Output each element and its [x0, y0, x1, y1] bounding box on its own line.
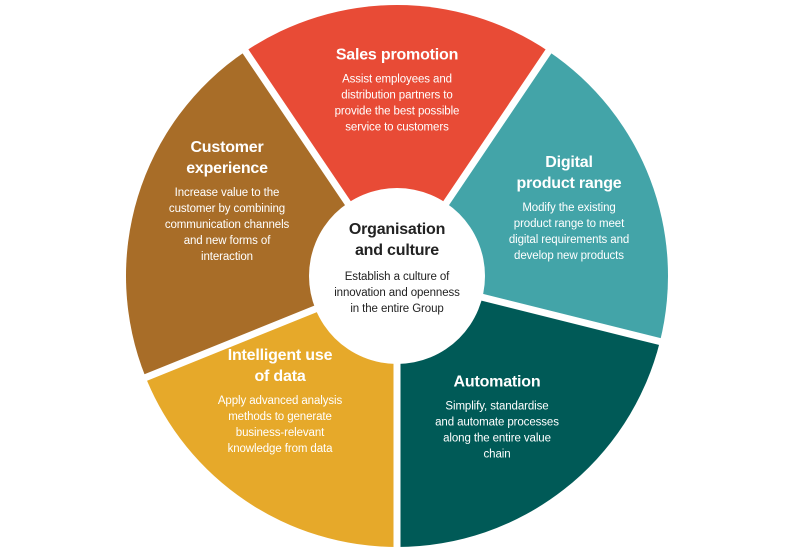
- sales-promotion-desc: Assist employees and distribution partne…: [334, 73, 460, 134]
- customer-experience-title: Customer experience: [186, 139, 268, 177]
- segment-automation: [397, 276, 660, 547]
- automation-title: Automation: [453, 373, 541, 391]
- automation-label: Automation Simplify, standardise and aut…: [402, 372, 592, 463]
- digital-product-range-label: Digital product range Modify the existin…: [474, 152, 664, 264]
- center-title: Organisation and culture: [348, 221, 446, 259]
- customer-experience-desc: Increase value to the customer by combin…: [164, 187, 290, 263]
- intelligent-use-of-data-label: Intelligent use of data Apply advanced a…: [185, 345, 375, 457]
- center-label: Organisation and culture Establish a cul…: [312, 219, 482, 317]
- segment-sales-promotion: [245, 5, 549, 277]
- sales-promotion-label: Sales promotion Assist employees and dis…: [297, 45, 497, 136]
- intelligent-use-of-data-title: Intelligent use of data: [227, 347, 333, 385]
- sales-promotion-title: Sales promotion: [335, 46, 459, 64]
- center-desc: Establish a culture of innovation and op…: [334, 271, 460, 315]
- customer-experience-label: Customer experience Increase value to th…: [132, 137, 322, 265]
- segment-intelligent-use-of-data: [145, 276, 397, 548]
- center-circle: [309, 188, 485, 364]
- automation-desc: Simplify, standardise and automate proce…: [435, 400, 559, 461]
- digital-product-range-title: Digital product range: [516, 154, 622, 192]
- digital-product-range-desc: Modify the existing product range to mee…: [508, 202, 630, 262]
- intelligent-use-of-data-desc: Apply advanced analysis methods to gener…: [217, 395, 343, 455]
